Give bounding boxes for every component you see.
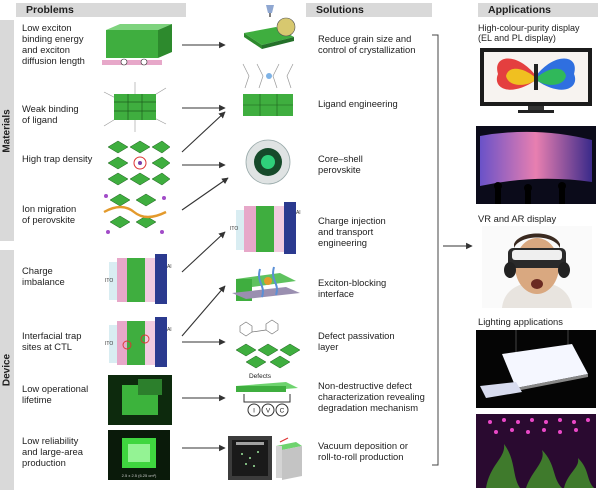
svg-text:ITO: ITO bbox=[230, 226, 238, 232]
arrow-6 bbox=[181, 231, 226, 273]
svg-text:Al: Al bbox=[167, 264, 171, 270]
arrow-3 bbox=[181, 111, 226, 153]
side-label-materials: Materials bbox=[0, 20, 14, 241]
svg-text:Defects: Defects bbox=[249, 373, 272, 380]
problem-ligand: Weak binding of ligand bbox=[22, 103, 79, 125]
img-problem-lifetime bbox=[108, 375, 172, 425]
header-applications: Applications bbox=[478, 3, 598, 17]
svg-text:2.5 x 2.5 (6.25 cm²): 2.5 x 2.5 (6.25 cm²) bbox=[122, 473, 157, 478]
img-problem-film bbox=[102, 24, 172, 66]
svg-text:ITO: ITO bbox=[105, 341, 113, 347]
img-solution-vacuum bbox=[228, 436, 302, 480]
svg-text:ITO: ITO bbox=[105, 278, 113, 284]
problem-lifetime: Low operational lifetime bbox=[22, 383, 89, 405]
img-problem-ion bbox=[103, 193, 167, 234]
img-problem-ligand bbox=[103, 82, 167, 132]
solution-exciton-blocking: Exciton-blocking interface bbox=[318, 277, 387, 299]
img-app-vr-headset bbox=[482, 226, 592, 308]
problem-exciton: Low exciton binding energy and exciton d… bbox=[22, 22, 85, 66]
solution-charge-injection: Charge injection and transport engineeri… bbox=[318, 215, 386, 248]
solution-ligand-engineering: Ligand engineering bbox=[318, 98, 398, 109]
arrow-7 bbox=[181, 285, 226, 337]
application-display: High-colour-purity display (EL and PL di… bbox=[478, 23, 580, 43]
img-solution-ligand bbox=[242, 63, 294, 116]
problem-charge-imbalance: Charge imbalance bbox=[22, 265, 65, 287]
img-app-light-panel bbox=[476, 330, 596, 408]
img-problem-trap bbox=[107, 140, 171, 186]
svg-text:I: I bbox=[253, 408, 255, 415]
img-app-butterfly-monitor bbox=[480, 48, 592, 113]
img-problem-charge-imbalance: ITO Al bbox=[105, 254, 171, 304]
img-app-curved-display bbox=[476, 126, 596, 204]
img-solution-charge-injection: ITO Al bbox=[230, 202, 300, 254]
img-app-grow-lights bbox=[476, 414, 596, 488]
img-solution-grain bbox=[244, 5, 296, 49]
img-solution-characterization: Defects I V C bbox=[236, 373, 298, 417]
arrow-5 bbox=[181, 177, 229, 211]
img-solution-passivation bbox=[235, 319, 301, 369]
svg-text:Al: Al bbox=[167, 327, 171, 333]
svg-text:Al: Al bbox=[296, 210, 300, 216]
problem-trap-density: High trap density bbox=[22, 153, 93, 164]
img-problem-interfacial: ITO Al bbox=[105, 317, 171, 367]
application-lighting: Lighting applications bbox=[478, 316, 563, 327]
img-problem-reliability: 2.5 x 2.5 (6.25 cm²) bbox=[108, 430, 170, 480]
img-solution-core-shell bbox=[245, 139, 291, 185]
solution-defect-passivation: Defect passivation layer bbox=[318, 330, 395, 352]
side-label-device: Device bbox=[0, 250, 14, 490]
header-solutions: Solutions bbox=[306, 3, 432, 17]
svg-text:C: C bbox=[280, 408, 285, 415]
problem-ion-migration: Ion migration of perovskite bbox=[22, 203, 77, 225]
application-vr-ar: VR and AR display bbox=[478, 213, 557, 224]
problem-interfacial-trap: Interfacial trap sites at CTL bbox=[22, 330, 82, 352]
img-solution-exciton-blocking bbox=[232, 266, 300, 301]
solution-grain-size: Reduce grain size and control of crystal… bbox=[318, 33, 416, 55]
solutions-bracket bbox=[432, 34, 439, 466]
svg-text:V: V bbox=[266, 408, 271, 415]
solution-core-shell: Core–shell perovskite bbox=[318, 153, 363, 175]
solution-defect-characterization: Non-destructive defect characterization … bbox=[318, 380, 425, 413]
solution-vacuum-deposition: Vacuum deposition or roll-to-roll produc… bbox=[318, 440, 408, 462]
header-problems: Problems bbox=[16, 3, 186, 17]
problem-reliability: Low reliability and large-area productio… bbox=[22, 435, 83, 468]
